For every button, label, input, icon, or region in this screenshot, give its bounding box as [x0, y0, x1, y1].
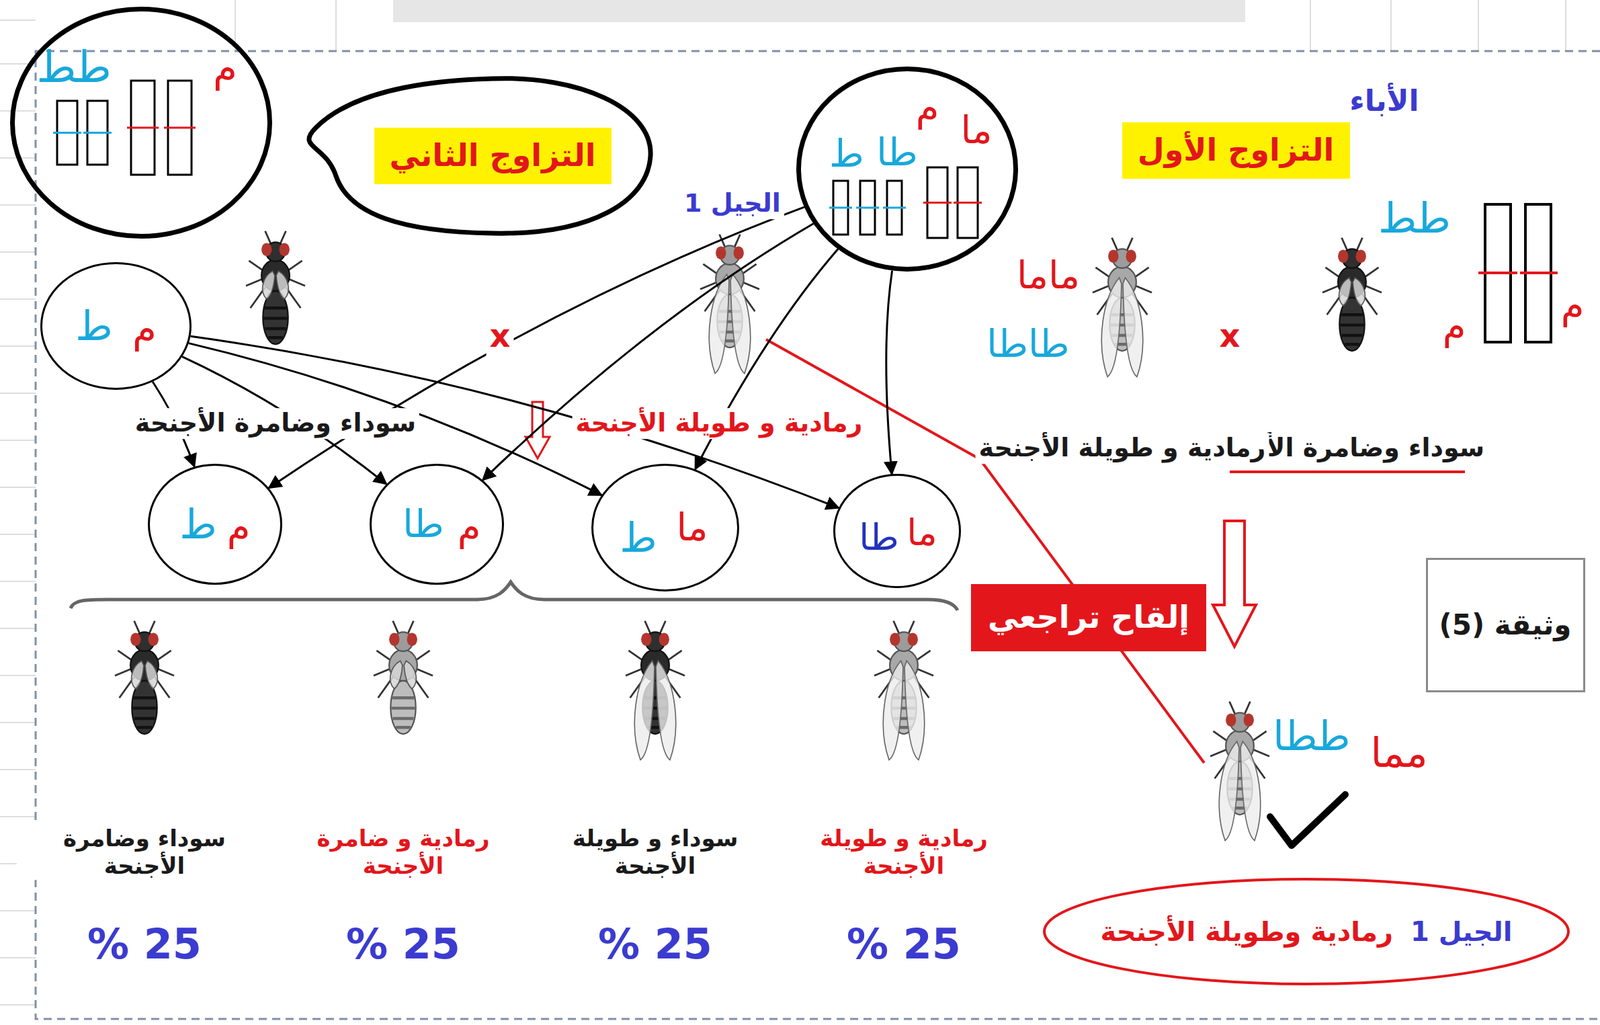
box-text: التزاوج الأول: [1137, 131, 1335, 169]
hand-genotype: مما: [1366, 728, 1431, 777]
hand-circle: طط م: [10, 6, 273, 239]
gene-symbol: ط: [829, 131, 865, 177]
brace: [70, 581, 958, 611]
gamete-circle: طم: [40, 262, 192, 390]
generation-ellipse: رمادية وطويلة الأجنحة الجيل 1: [1042, 877, 1570, 986]
ellipse-outline: [10, 6, 273, 239]
check-mark: [1270, 794, 1346, 846]
gene-symbol: ما: [906, 511, 937, 556]
fly-grey-short: [373, 620, 433, 734]
gene-symbol: ط: [179, 499, 218, 549]
gene-symbol: طا: [858, 516, 899, 560]
percent-label: % 25: [342, 919, 464, 970]
hand-circle: [309, 78, 651, 234]
fly-black-short: [1322, 237, 1382, 351]
arrow-connector: [482, 223, 814, 481]
title-box: التزاوج الأول: [1122, 122, 1351, 179]
gene-symbol: ط: [619, 513, 658, 562]
hand-genotype: م: [1557, 282, 1588, 328]
cross-sign: x: [486, 316, 515, 356]
percent-label: % 25: [83, 919, 205, 970]
gamete-circle: ط ما: [591, 463, 740, 592]
phenotype-label: رمادية و طويلة الأجنحة: [776, 824, 1032, 880]
arrow-connector: [886, 270, 893, 475]
hand-genotype: ططا: [1269, 711, 1354, 761]
phenotype-label: رمادية و طويلة الأجنحة: [572, 407, 867, 439]
document-box: وثيقة (5): [1425, 557, 1586, 693]
gene-symbol: طط: [36, 41, 112, 94]
red-underline: [1229, 470, 1465, 474]
fly-black-short: [245, 231, 306, 345]
down-arrow: [1212, 520, 1256, 647]
ellipse-text: الجيل 1: [1410, 915, 1512, 948]
fly-grey-long: [1210, 701, 1270, 841]
hand-genotype: طط: [1374, 193, 1455, 244]
gene-symbol: طا: [402, 501, 445, 547]
phenotype-label: رمادية و طويلة الأجنحة: [975, 432, 1270, 464]
fly-grey-long: [1092, 237, 1152, 377]
gene-symbol: ما: [960, 107, 992, 153]
ellipse-outline: [591, 463, 740, 592]
gene-symbol: م: [213, 45, 238, 93]
red-leader: [766, 339, 1205, 763]
gene-symbol: م: [915, 85, 940, 131]
phenotype-label: رمادية و ضامرة الأجنحة: [275, 824, 531, 880]
fly-black-long: [625, 620, 685, 761]
box-text: التزاوج الثاني: [389, 137, 597, 175]
sheet-grid: [0, 0, 1566, 1005]
percent-label: % 25: [594, 919, 716, 970]
gene-symbol: ما: [676, 504, 708, 550]
gene-symbol: م: [457, 504, 482, 550]
cross-sign: x: [1216, 316, 1244, 356]
top-bar: [393, 0, 1246, 23]
title-box: التزاوج الثاني: [374, 127, 612, 185]
gamete-circle: طاما: [833, 473, 961, 588]
gene-symbol: م: [132, 305, 157, 353]
phenotype-label: سوداء وضامرة الأجنحة: [131, 407, 420, 439]
fly-grey-long: [874, 620, 934, 761]
phenotype-label: سوداء وضامرة الأجنحة: [16, 824, 273, 880]
hand-genotype: ماما: [1013, 252, 1084, 298]
heading-label: الأباء: [1345, 83, 1422, 119]
gene-symbol: طا: [876, 129, 918, 175]
box-text: وثيقة (5): [1439, 608, 1572, 642]
percent-label: % 25: [843, 919, 965, 970]
gene-symbol: م: [227, 504, 251, 550]
ellipse-outline: [40, 262, 192, 390]
ellipse-text: رمادية وطويلة الأجنحة: [1100, 915, 1394, 948]
chromosome-pair: [1478, 204, 1558, 343]
arrow-connector: [268, 206, 805, 488]
hand-genotype: طاطا: [983, 321, 1073, 367]
hand-genotype: م: [1439, 303, 1470, 349]
gene-symbol: ط: [75, 301, 113, 351]
box-text: إلقاح تراجعي: [987, 598, 1190, 636]
gamete-circle: طم: [147, 463, 283, 585]
callout-box: إلقاح تراجعي: [971, 583, 1207, 652]
phenotype-label: سوداء و طويلة الأجنحة: [527, 824, 783, 880]
generation-label: الجيل 1: [680, 188, 785, 220]
hand-circle: ططام ما: [796, 66, 1019, 272]
fly-grey-long: [700, 234, 760, 374]
gamete-circle: طا م: [369, 463, 504, 585]
fly-black-short: [114, 620, 175, 734]
